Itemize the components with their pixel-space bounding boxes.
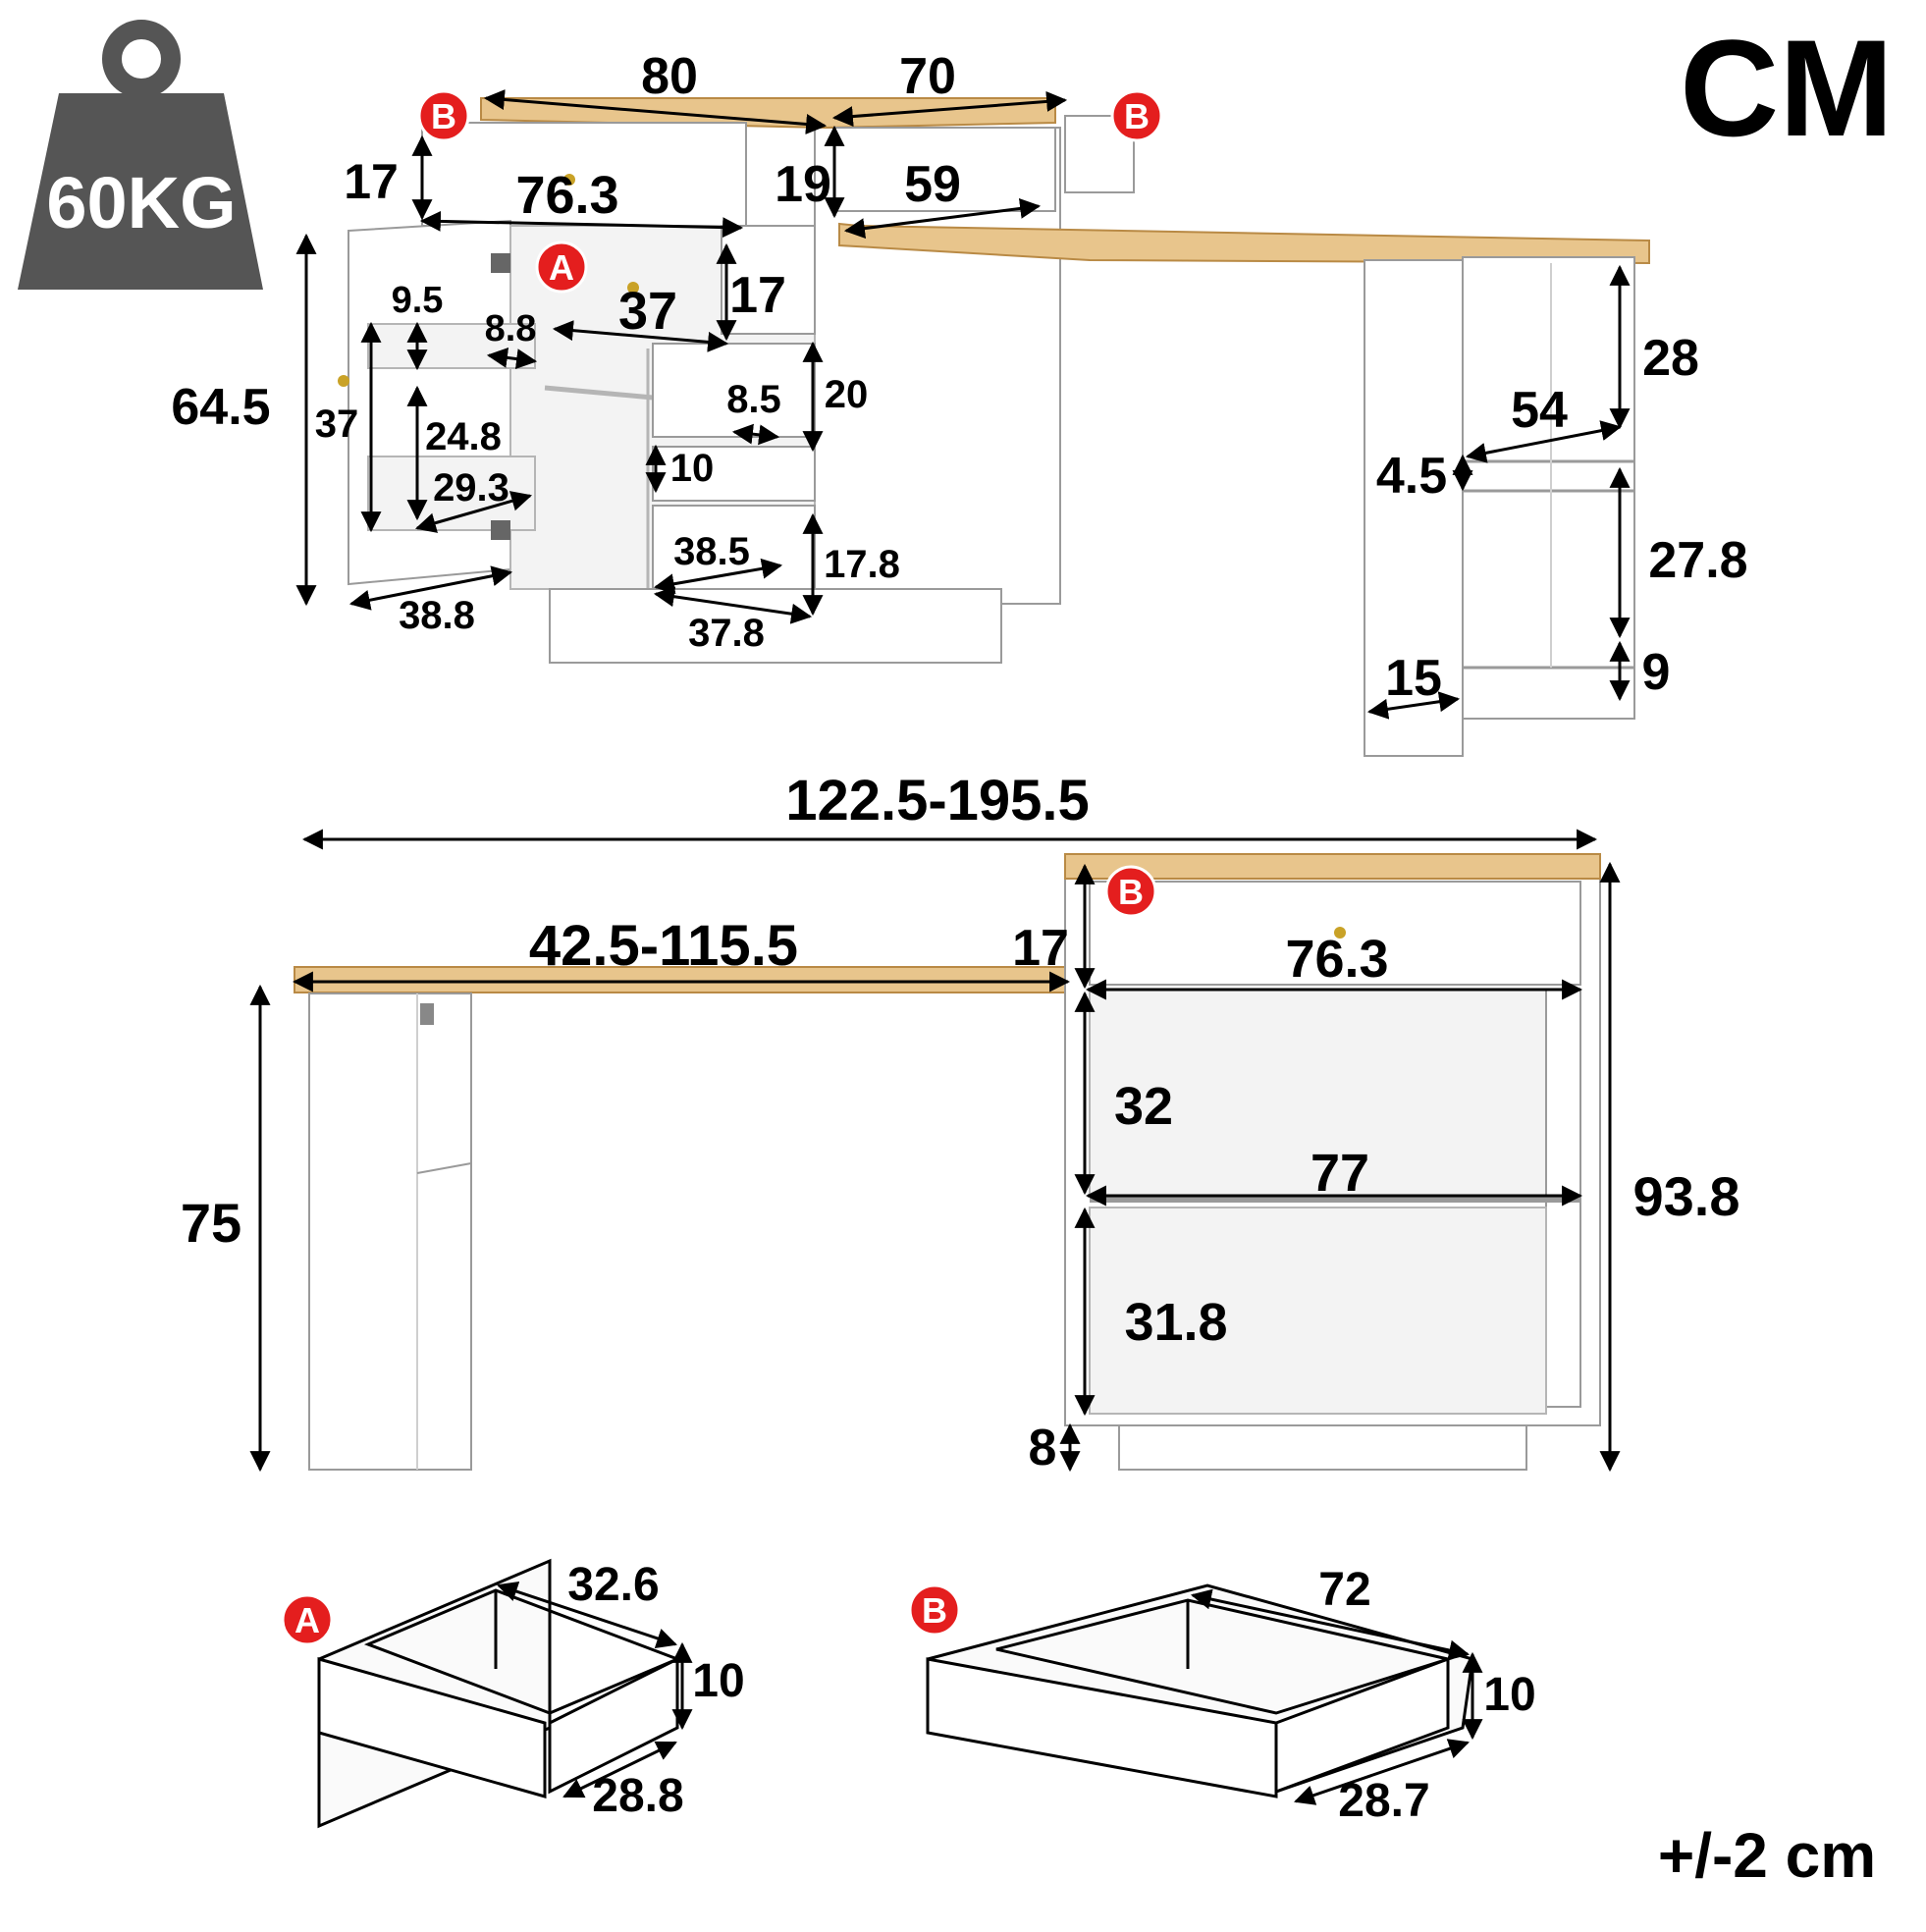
drawer-a-width: 32.6 [567, 1559, 659, 1611]
top-view-desk [838, 222, 1650, 757]
dim-top-width-right: 70 [899, 48, 956, 105]
dim-right-drawer-width: 59 [904, 156, 961, 213]
dim-divider-height: 10 [670, 447, 715, 490]
dim-desk-height: 75 [181, 1192, 241, 1254]
dim-door-width: 38.8 [399, 594, 475, 637]
dim-overall-height: 64.5 [171, 379, 270, 436]
dim-inner-drawer-height: 17 [729, 267, 786, 324]
drawer-b-diagram: 72 10 28.7 B [908, 1564, 1536, 1827]
svg-text:B: B [1118, 872, 1144, 912]
drawer-a-depth: 28.8 [592, 1770, 683, 1822]
dim-base-height: 8 [1029, 1420, 1057, 1476]
dim-right-drawer-height: 19 [775, 156, 831, 213]
dim-bottom-compartment-height: 17.8 [824, 543, 900, 586]
weight-icon: 60KG [18, 20, 263, 290]
unit-label: CM [1680, 11, 1894, 165]
badge-b-front: B [1104, 865, 1157, 918]
badge-a-drawer: A [281, 1593, 334, 1646]
drawer-a-diagram: 32.6 10 28.8 A [281, 1558, 745, 1829]
dim-compartment-depth: 8.5 [726, 378, 781, 421]
svg-text:B: B [922, 1590, 947, 1631]
drawer-b-width: 72 [1318, 1564, 1370, 1616]
dim-upper-shelf-height: 32 [1114, 1077, 1173, 1136]
svg-text:A: A [294, 1600, 320, 1640]
badge-b-top-right: B [1110, 89, 1163, 142]
dim-front-drawer-width: 76.3 [1285, 930, 1388, 989]
drawer-b-height: 10 [1483, 1669, 1535, 1721]
svg-text:A: A [549, 247, 574, 288]
dim-drawer-height: 17 [344, 154, 399, 209]
dim-shelf-gap-upper: 9.5 [392, 280, 444, 321]
drawer-a-height: 10 [692, 1655, 744, 1707]
dim-side-base-height: 9 [1642, 644, 1671, 701]
dim-side-shelf-lower-height: 27.8 [1648, 532, 1747, 589]
svg-text:B: B [1124, 96, 1150, 136]
dim-shelf-width-lower: 29.3 [433, 466, 509, 510]
badge-a-top: A [535, 241, 588, 294]
dim-side-shelf-depth: 54 [1511, 382, 1568, 439]
dim-front-overall-height: 93.8 [1633, 1165, 1740, 1227]
dim-base-width: 37.8 [688, 612, 765, 655]
drawer-b-depth: 28.7 [1338, 1775, 1429, 1827]
weight-label: 60KG [46, 162, 236, 243]
dim-front-drawer-height: 17 [1012, 920, 1069, 977]
dim-shelf-height-lower: 24.8 [425, 415, 502, 458]
front-view-dimensions: 122.5-195.5 42.5-115.5 17 76.3 32 77 31.… [181, 769, 1740, 1476]
svg-text:B: B [431, 96, 456, 136]
badge-b-top-left: B [417, 89, 470, 142]
dim-inner-drawer-width: 37 [618, 282, 677, 341]
dim-side-shelf-upper-height: 28 [1642, 330, 1699, 387]
tolerance-label: +/-2 cm [1658, 1820, 1876, 1891]
dim-side-shelf-thickness: 4.5 [1376, 448, 1447, 505]
dim-lower-shelf-height: 31.8 [1124, 1293, 1227, 1352]
dim-drawer-width: 76.3 [515, 166, 618, 225]
dim-door-height: 37 [315, 402, 359, 446]
dim-compartment-height: 20 [825, 373, 869, 416]
front-view [294, 853, 1601, 1471]
top-view-dimensions: 80 70 17 76.3 19 59 64.5 37 9.5 8.8 24.8… [171, 48, 1748, 720]
dim-overall-width: 122.5-195.5 [785, 769, 1090, 832]
dim-shelf-depth-upper: 8.8 [485, 308, 537, 349]
dim-bottom-compartment-width: 38.5 [673, 530, 750, 573]
dim-top-width-left: 80 [641, 48, 698, 105]
dim-side-leg-width: 15 [1385, 650, 1442, 707]
dim-shelf-width: 77 [1311, 1144, 1369, 1203]
dim-desk-width: 42.5-115.5 [529, 914, 798, 978]
badge-b-drawer: B [908, 1583, 961, 1637]
